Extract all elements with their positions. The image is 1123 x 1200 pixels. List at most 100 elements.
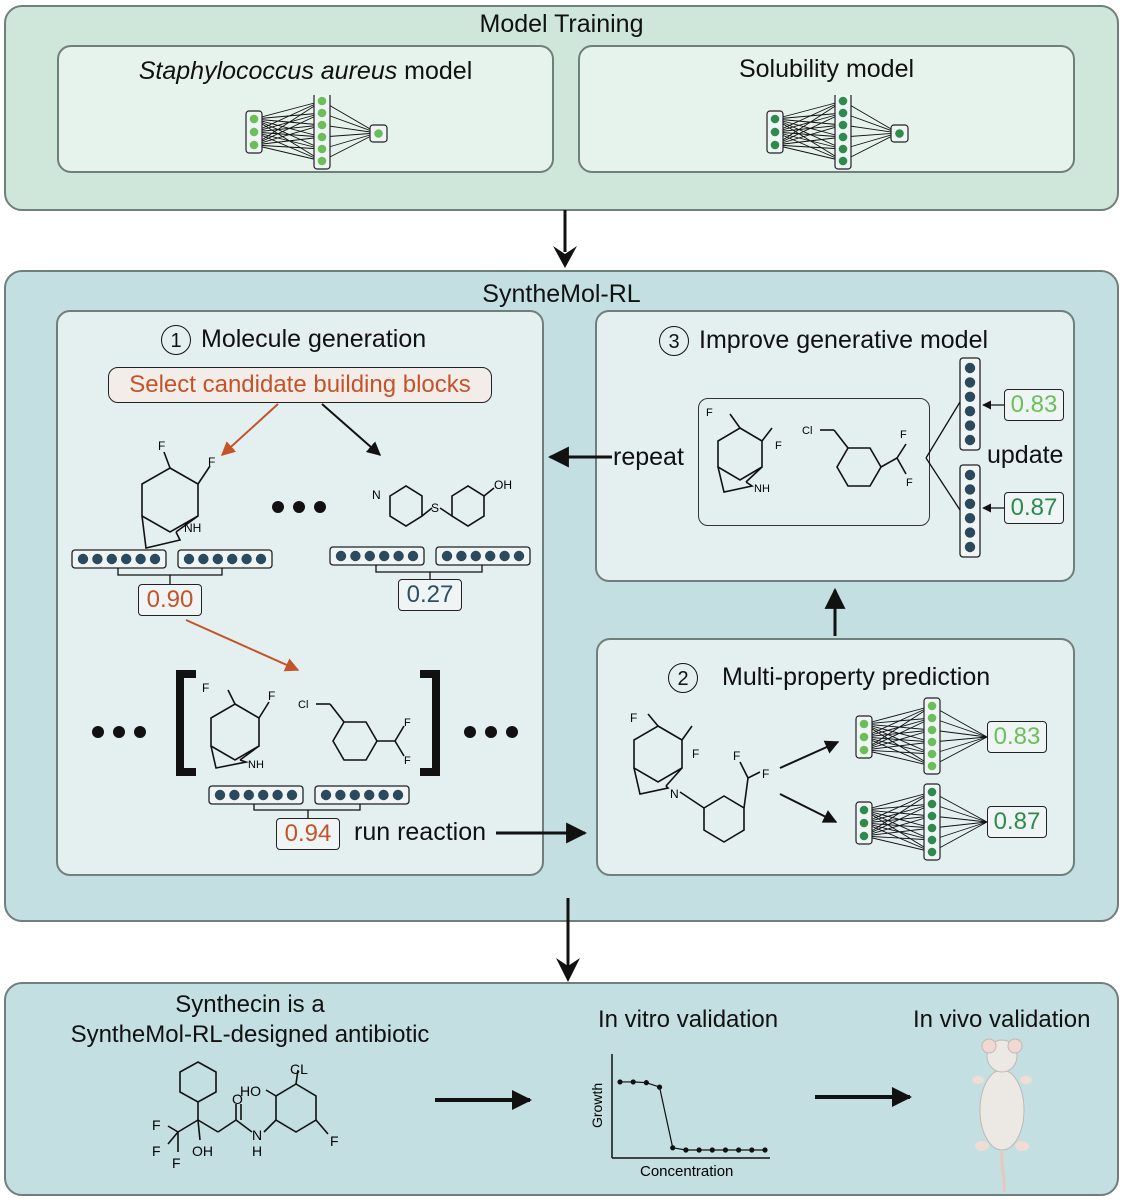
- prediction-score-2: 0.87: [987, 806, 1047, 838]
- atom-f: F: [268, 689, 275, 703]
- score-building-block-a: 0.90: [138, 584, 202, 616]
- molecule-generation-box: 1 Molecule generation: [56, 310, 544, 876]
- atom-oh: OH: [192, 1143, 213, 1159]
- validation-drawing-layer: F F F OH O N H HO CL F Growth Concentrat…: [152, 1038, 1032, 1193]
- atom-f: F: [158, 439, 165, 453]
- atom-n: N: [670, 787, 679, 801]
- solubility-network-icon: [766, 95, 909, 170]
- atom-f: F: [775, 440, 782, 452]
- staph-model-suffix: model: [397, 57, 473, 85]
- atom-f: F: [208, 455, 215, 469]
- synthecin-caption: Synthecin is a SyntheMol-RL-designed ant…: [40, 990, 460, 1050]
- left-bracket: [176, 670, 196, 776]
- vertical-node-column: [959, 357, 981, 451]
- arrow-select-to-a: [220, 403, 279, 456]
- repeat-label: repeat: [613, 443, 684, 471]
- node-strip: [314, 785, 410, 805]
- arrow-to-staph-network: [779, 740, 840, 769]
- select-building-blocks-label: Select candidate building blocks: [108, 367, 492, 403]
- atom-f: F: [172, 1155, 181, 1171]
- atom-s: S: [431, 501, 439, 515]
- vertical-node-column: [959, 464, 981, 558]
- atom-f: F: [404, 755, 411, 767]
- score-building-block-b: 0.27: [398, 579, 462, 611]
- atom-n: N: [372, 488, 381, 502]
- step2-title: Multi-property prediction: [722, 663, 991, 691]
- indoline-molecule-step3: [717, 413, 773, 493]
- atom-f: F: [900, 429, 907, 441]
- staph-name: Staphylococcus aureus: [138, 57, 398, 85]
- atom-o: O: [232, 1091, 243, 1107]
- solubility-network-step2: [855, 783, 988, 861]
- atom-nh: NH: [248, 759, 264, 771]
- atom-f: F: [330, 1133, 339, 1149]
- improve-generative-model-box: 3 Improve generative model: [595, 310, 1075, 582]
- atom-cl: CL: [290, 1061, 308, 1077]
- run-reaction-label: run reaction: [354, 818, 487, 846]
- atom-f: F: [733, 749, 740, 763]
- atom-nh: NH: [754, 483, 770, 495]
- arrow-select-to-b: [321, 403, 382, 456]
- atom-n: N: [252, 1127, 262, 1143]
- model-training-panel: Model Training Staphylococcus aureus mod…: [4, 5, 1119, 211]
- step3-title: Improve generative model: [699, 326, 989, 354]
- update-score-1: 0.83: [1004, 389, 1064, 421]
- synthecin-line2: SyntheMol-RL-designed antibiotic: [70, 1021, 430, 1048]
- staph-network-step2: [855, 697, 988, 775]
- atom-ho: HO: [240, 1083, 261, 1099]
- chloromethyl-difluoro-molecule-pair: [316, 703, 405, 761]
- atom-nh: NH: [184, 521, 201, 535]
- atom-f: F: [706, 407, 713, 419]
- step1-number: 1: [161, 325, 191, 356]
- in-vitro-title: In vitro validation: [598, 1006, 779, 1033]
- growth-axis-label: Growth: [589, 1083, 605, 1128]
- synthemol-rl-title: SyntheMol-RL: [482, 280, 641, 308]
- arrow-score-to-pair: [185, 619, 300, 672]
- step3-number: 3: [659, 326, 689, 357]
- node-strip: [208, 785, 304, 805]
- atom-cl: Cl: [298, 699, 308, 711]
- staph-model-title: Staphylococcus aureus model: [59, 57, 552, 86]
- molecule-pair-box: [698, 398, 930, 526]
- node-strip: [329, 546, 425, 566]
- synthecin-molecule: [167, 1061, 329, 1152]
- node-strip: [435, 546, 531, 566]
- right-bracket: [420, 670, 440, 776]
- atom-oh: OH: [494, 478, 512, 492]
- indoline-molecule-pair: [210, 689, 270, 769]
- atom-f: F: [404, 717, 411, 729]
- atom-f: F: [762, 767, 769, 781]
- arrow-synthemol-to-validation: [556, 898, 580, 982]
- synthecin-line1: Synthecin is a: [175, 991, 325, 1018]
- chloromethyl-difluoro-molecule-step3: [820, 429, 907, 487]
- pyridyl-phenol-molecule-b: [389, 485, 495, 527]
- update-label: update: [987, 441, 1064, 469]
- arrow-to-solubility-network: [779, 793, 838, 823]
- product-molecule-step2: [633, 713, 761, 843]
- atom-cl: Cl: [802, 425, 812, 437]
- node-strip: [177, 549, 273, 569]
- update-fan-lines: [925, 401, 961, 511]
- step1-title: Molecule generation: [201, 325, 427, 353]
- update-score-2: 0.87: [1004, 492, 1064, 524]
- mouse-illustration: [972, 1038, 1032, 1193]
- step3-header: 3 Improve generative model: [659, 326, 989, 357]
- solubility-model-box: Solubility model: [578, 45, 1075, 173]
- in-vivo-title: In vivo validation: [913, 1006, 1091, 1033]
- atom-f: F: [152, 1117, 161, 1133]
- atom-f: F: [906, 477, 913, 489]
- staph-network-icon: [245, 95, 388, 170]
- arrow-training-to-synthemol: [553, 210, 577, 268]
- score-pair: 0.94: [276, 818, 340, 850]
- validation-panel: [4, 982, 1119, 1196]
- solubility-model-title: Solubility model: [738, 55, 915, 83]
- atom-f: F: [630, 711, 637, 725]
- prediction-score-1: 0.83: [987, 721, 1047, 753]
- ellipsis-dots-right: [464, 726, 518, 738]
- atom-f: F: [152, 1143, 161, 1159]
- growth-plot: Growth Concentration: [589, 1054, 770, 1180]
- staph-model-box: Staphylococcus aureus model: [57, 45, 554, 173]
- step1-header: 1 Molecule generation: [161, 325, 427, 356]
- growth-curve: [617, 1079, 768, 1153]
